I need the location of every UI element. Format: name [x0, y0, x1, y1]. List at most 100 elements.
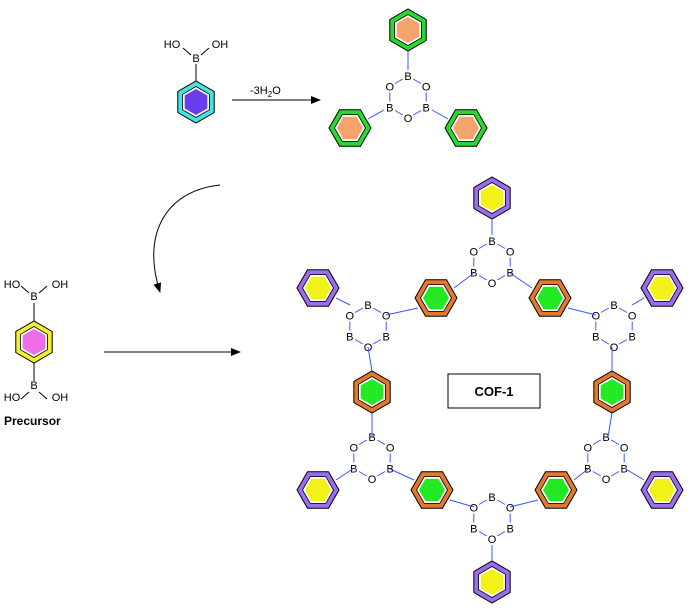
bond	[412, 78, 422, 84]
bond	[431, 109, 449, 120]
bond	[496, 275, 506, 281]
atom-label: B	[621, 464, 628, 476]
boroxine-phenyl-left	[328, 109, 372, 147]
bond	[335, 467, 355, 481]
atom-label: B	[404, 71, 411, 83]
atom-label: O	[422, 82, 431, 94]
bond	[449, 499, 475, 508]
bond	[358, 471, 368, 477]
atom-label: O	[488, 278, 497, 290]
atom-label: O	[610, 342, 619, 354]
phenylboronic-acid-ring	[177, 80, 215, 124]
atom-label: HO	[4, 279, 21, 291]
bond	[592, 471, 602, 477]
bond	[200, 47, 210, 56]
bond	[412, 110, 422, 116]
cof-linker-phenyl	[353, 370, 391, 414]
atom-label: B	[592, 332, 599, 344]
atom-label: B	[386, 103, 393, 115]
atom-label: O	[382, 311, 391, 323]
precursor-label: Precursor	[4, 414, 61, 428]
bond	[354, 339, 364, 345]
bond	[496, 531, 506, 537]
cof-terminal-phenyl	[296, 269, 340, 307]
bond	[394, 110, 404, 116]
bond	[376, 471, 386, 477]
cof-terminal-phenyl	[296, 471, 340, 509]
atom-label: O	[584, 443, 593, 455]
curved-arrow	[153, 184, 221, 293]
atom-label: O	[470, 247, 479, 259]
bond	[509, 499, 539, 508]
atom-label: B	[383, 332, 390, 344]
atom-label: B	[30, 291, 37, 303]
atom-label: O	[506, 247, 515, 259]
bond	[631, 297, 645, 306]
atom-label: O	[488, 534, 497, 546]
atom-label: O	[350, 443, 359, 455]
atom-label: B	[368, 432, 375, 444]
bond	[376, 439, 386, 445]
atom-label: O	[592, 311, 601, 323]
bond	[367, 346, 373, 372]
atom-label: O	[404, 113, 413, 125]
bond	[478, 531, 488, 537]
atom-label: O	[628, 311, 637, 323]
bond	[509, 272, 533, 289]
atom-label: B	[192, 53, 199, 65]
bond	[573, 468, 589, 481]
bond	[335, 297, 351, 306]
atom-label: O	[620, 443, 629, 455]
bond	[607, 412, 613, 438]
atom-label: OH	[212, 39, 229, 51]
cof-terminal-phenyl	[640, 471, 684, 509]
bond	[610, 439, 620, 445]
bond	[610, 471, 620, 477]
atom-label: B	[346, 332, 353, 344]
bond	[358, 439, 368, 445]
bond	[592, 439, 602, 445]
bond	[372, 307, 382, 313]
boroxine-phenyl-top	[389, 8, 427, 52]
bond	[367, 109, 385, 120]
atom-label: O	[470, 503, 479, 515]
reagent-label: -3H2O	[250, 85, 281, 99]
atom-label: HO	[4, 392, 21, 404]
bond	[389, 468, 415, 481]
atom-label: B	[30, 380, 37, 392]
cof-linker-phenyl	[534, 471, 578, 509]
atom-label: O	[346, 311, 355, 323]
cof-linker-phenyl	[414, 279, 458, 317]
bond	[618, 307, 628, 313]
atom-label: B	[602, 432, 609, 444]
precursor-ring	[15, 320, 53, 364]
product-label-box	[447, 373, 541, 409]
atom-label: B	[629, 332, 636, 344]
atom-label: B	[470, 524, 477, 536]
atom-label: O	[368, 474, 377, 486]
atom-label: B	[350, 464, 357, 476]
bond	[496, 499, 506, 505]
bond	[354, 307, 364, 313]
bond	[478, 275, 488, 281]
cof-linker-phenyl	[593, 370, 631, 414]
atom-label: OH	[52, 279, 69, 291]
cof-terminal-phenyl	[473, 176, 511, 220]
atom-label: B	[488, 236, 495, 248]
bond	[385, 307, 419, 316]
atom-label: B	[488, 492, 495, 504]
cof-terminal-phenyl	[473, 560, 511, 604]
bond	[20, 391, 30, 400]
bond	[38, 285, 48, 294]
atom-label: OH	[52, 392, 69, 404]
cof-linker-phenyl	[410, 471, 454, 509]
bond	[496, 243, 506, 249]
bond	[182, 47, 192, 56]
bond	[623, 467, 645, 481]
atom-label: B	[610, 300, 617, 312]
bond	[394, 78, 404, 84]
bond	[38, 391, 48, 400]
cof-terminal-phenyl	[640, 269, 684, 307]
atom-label: O	[386, 443, 395, 455]
atom-label: B	[364, 300, 371, 312]
